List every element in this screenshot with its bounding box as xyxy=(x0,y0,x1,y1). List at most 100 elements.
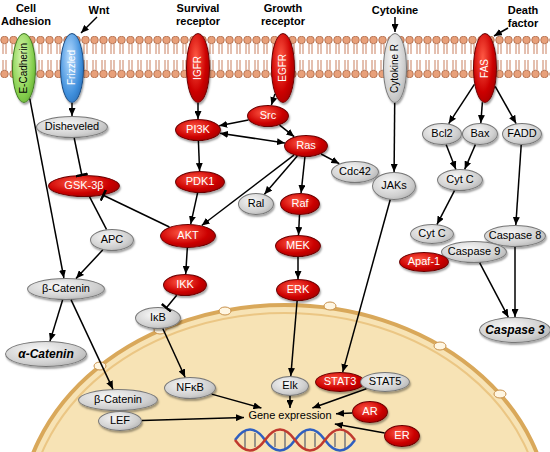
protein-oval: JAKs xyxy=(372,172,416,200)
signal-arrow xyxy=(393,103,395,172)
protein-oval: Cdc42 xyxy=(331,161,379,183)
protein-oval: AKT xyxy=(160,224,216,248)
node-text: Raf xyxy=(291,198,308,210)
signal-arrow xyxy=(50,300,63,341)
protein-oval: Bcl2 xyxy=(422,123,462,145)
inhibition-line xyxy=(74,138,82,175)
signal-arrow xyxy=(289,396,291,408)
signal-label: Survival receptor xyxy=(168,2,228,27)
signal-arrow xyxy=(437,191,455,225)
protein-oval: Disheveled xyxy=(36,116,108,138)
protein-oval: Ral xyxy=(238,193,274,215)
protein-oval: PDK1 xyxy=(175,171,225,193)
node-text: LEF xyxy=(110,415,130,427)
signal-arrow xyxy=(321,154,339,164)
protein-oval: Cyt C xyxy=(437,169,483,191)
node-text: Caspase 3 xyxy=(485,324,544,337)
node-text: Apaf-1 xyxy=(408,256,440,268)
node-text: EGFR xyxy=(278,54,289,82)
protein-oval: α-Catenin xyxy=(5,341,87,367)
node-text: AKT xyxy=(177,230,198,242)
node-text: NFκB xyxy=(176,382,204,394)
node-text: β-Catenin xyxy=(42,283,90,295)
protein-oval: Caspase 3 xyxy=(479,317,550,343)
protein-oval: IκB xyxy=(135,307,181,329)
signal-label: Cell Adhesion xyxy=(0,2,52,27)
node-text: ER xyxy=(394,430,409,442)
node-text: Bax xyxy=(471,128,490,140)
protein-oval: Raf xyxy=(280,193,320,215)
node-text: Cyt C xyxy=(446,174,474,186)
node-text: MEK xyxy=(286,240,310,252)
signal-arrow xyxy=(301,157,305,193)
signal-arrow xyxy=(76,250,103,278)
receptor-oval: E-Cadherin xyxy=(12,33,36,103)
receptor-oval: EGFR xyxy=(271,33,295,103)
signal-arrow xyxy=(197,103,199,119)
signal-label: Growth receptor xyxy=(253,2,313,27)
node-text: FAS xyxy=(480,59,491,78)
signal-arrow xyxy=(514,247,516,317)
output-text: Gene expression xyxy=(244,408,336,424)
node-text: IκB xyxy=(150,312,166,324)
signal-arrow xyxy=(446,145,456,169)
signal-arrow xyxy=(280,125,295,137)
node-text: Elk xyxy=(282,380,297,392)
node-text: E-Cadherin xyxy=(19,43,30,94)
node-text: PDK1 xyxy=(186,176,215,188)
protein-oval: Cyt C xyxy=(410,224,454,244)
signal-arrow xyxy=(449,84,475,123)
protein-oval: β-Catenin xyxy=(27,278,105,300)
signal-arrow xyxy=(212,394,262,408)
node-text: α-Catenin xyxy=(18,348,73,361)
protein-oval: Caspase 9 xyxy=(441,241,507,263)
signal-arrow xyxy=(336,412,352,414)
inhibition-line xyxy=(166,295,176,308)
protein-oval: Ras xyxy=(284,135,328,157)
node-text: Frizzled xyxy=(67,50,78,85)
signal-arrow xyxy=(220,133,285,143)
signal-arrow xyxy=(335,424,385,433)
protein-oval: β-Catenin xyxy=(78,389,158,411)
node-text: Caspase 9 xyxy=(448,246,501,258)
node-text: FADD xyxy=(507,128,536,140)
signal-arrow xyxy=(291,301,297,376)
signal-arrow xyxy=(191,193,198,224)
signal-label: Death factor xyxy=(497,4,549,29)
node-text: Bcl2 xyxy=(431,128,452,140)
signal-arrow xyxy=(271,94,275,105)
signal-label: Cytokine xyxy=(365,4,425,17)
node-text: β-Catenin xyxy=(94,394,142,406)
signal-arrow xyxy=(71,103,73,116)
inhibition-line xyxy=(103,195,169,227)
signal-arrow xyxy=(219,120,248,126)
signal-arrow xyxy=(198,141,199,171)
node-text: Ral xyxy=(248,198,265,210)
node-text: APC xyxy=(101,234,124,246)
node-text: STAT3 xyxy=(324,376,357,388)
signal-arrow xyxy=(142,417,244,420)
protein-oval: LEF xyxy=(98,411,142,431)
protein-oval: Bax xyxy=(462,123,498,145)
protein-oval: IKK xyxy=(163,274,207,296)
signal-arrow xyxy=(163,329,185,378)
node-text: AR xyxy=(362,406,377,418)
signal-arrow xyxy=(516,145,521,225)
protein-oval: APC xyxy=(90,229,134,251)
signal-arrow xyxy=(71,300,113,389)
protein-oval: NFκB xyxy=(164,377,216,399)
protein-oval: PI3K xyxy=(175,119,221,141)
node-text: GSK-3β xyxy=(64,180,103,192)
node-text: IGFR xyxy=(193,56,204,80)
signal-arrow xyxy=(297,257,299,279)
node-text: Cytokine R xyxy=(390,44,401,93)
protein-oval: Elk xyxy=(271,376,309,396)
protein-oval: FADD xyxy=(502,123,542,145)
receptor-oval: Cytokine R xyxy=(383,33,407,103)
signal-arrow xyxy=(186,248,188,274)
receptor-oval: FAS xyxy=(473,33,497,103)
node-text: Cyt C xyxy=(418,228,446,240)
signal-arrow xyxy=(264,156,297,194)
node-text: JAKs xyxy=(381,180,407,192)
signal-label: Wnt xyxy=(84,4,114,17)
